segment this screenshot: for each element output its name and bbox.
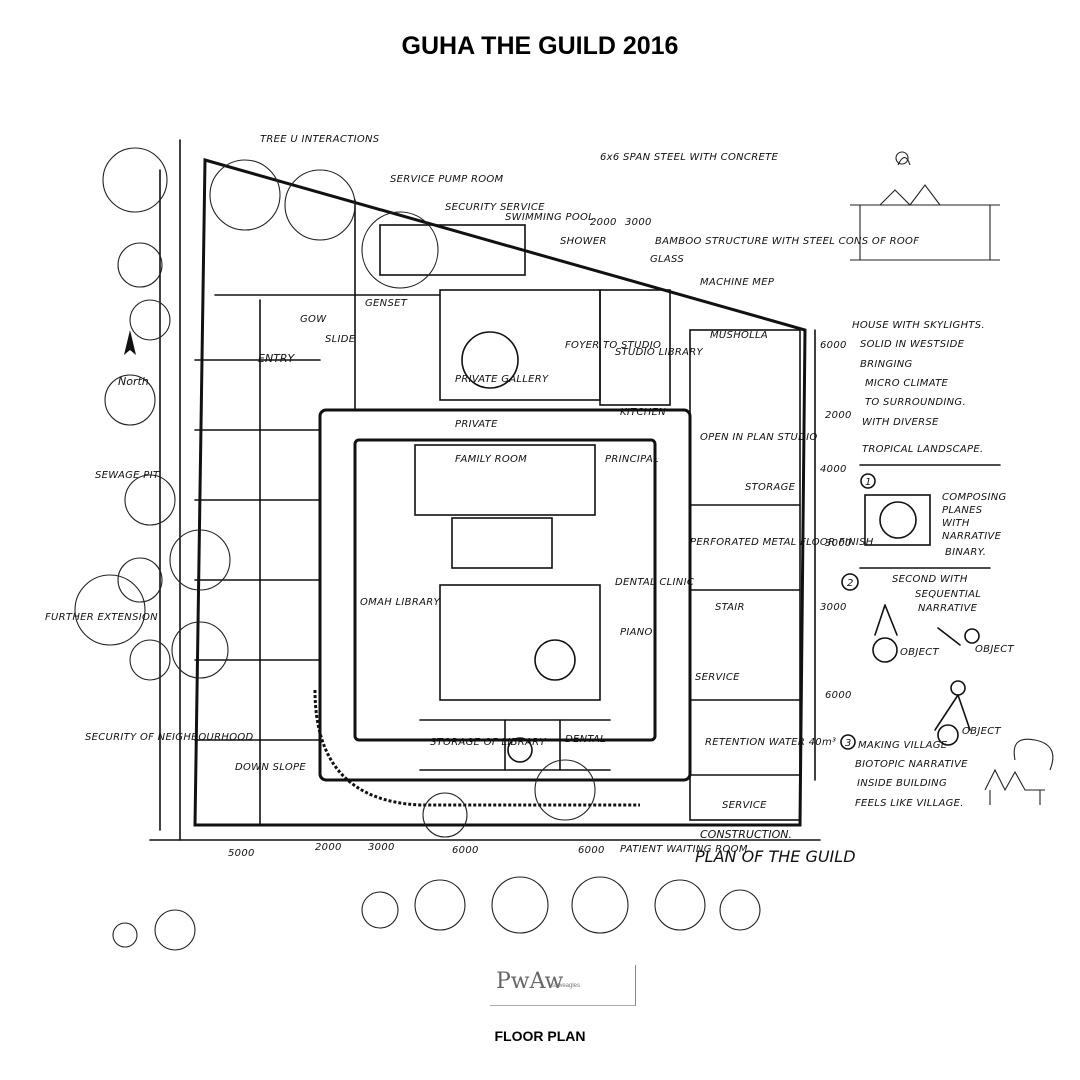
label-storage: STORAGE [745,482,796,493]
note-line: SOLID IN WESTSIDE [860,339,965,350]
note-line: WITH DIVERSE [862,417,939,428]
label-genset: GENSET [365,298,408,309]
label-further-extension: FURTHER EXTENSION [45,612,158,623]
note-line: TO SURROUNDING. [865,397,966,408]
note-object: OBJECT [975,644,1014,655]
dimension-top-1: 2000 [590,217,617,228]
dimension-bottom: 2000 [315,842,342,853]
logo-sub: ssweagles [552,983,581,989]
label-glass: GLASS [650,254,684,265]
label-dental-clinic: DENTAL CLINIC [615,577,694,588]
label-swimming-pool: SWIMMING POOL [505,212,594,223]
label-foyer: FOYER TO STUDIO [565,340,661,351]
label-construction: CONSTRUCTION. [700,828,792,841]
note-line: PLANES [942,505,983,516]
note-line: MICRO CLIMATE [865,378,949,389]
label-principal: PRINCIPAL [605,454,659,465]
note-line: TROPICAL LANDSCAPE. [862,444,983,455]
note-number: 1 [865,477,872,488]
label-gow: GOW [300,314,327,325]
note-line: WITH [942,518,970,529]
page-caption: FLOOR PLAN [494,1028,586,1044]
note-object: OBJECT [900,647,939,658]
note-line: COMPOSING [942,492,1007,503]
label-dental: DENTAL [565,734,606,745]
dimension-right: 6000 [825,690,852,701]
label-entry: ENTRY [258,352,296,365]
note-line: BIOTOPIC NARRATIVE [855,759,968,770]
note-line: HOUSE WITH SKYLIGHTS. [852,320,985,331]
note-line: INSIDE BUILDING [857,778,947,789]
label-shower: SHOWER [560,236,607,247]
note-line: FEELS LIKE VILLAGE. [855,798,964,809]
label-service-pump: SERVICE PUMP ROOM [390,174,504,185]
page-title: GUHA THE GUILD 2016 [401,32,679,60]
house-sketch-icon [984,738,1054,805]
note-line: BINARY. [945,547,986,558]
label-steel: 6x6 SPAN STEEL WITH CONCRETE [600,152,778,163]
note-number: 2 [847,578,854,589]
studio-logo: PwAw ssweagles [490,965,636,1006]
label-storage-library: STORAGE OF LIBRARY [430,737,546,748]
dimension-top-2: 3000 [625,217,652,228]
note-object: OBJECT [962,726,1001,737]
label-security-neighbourhood: SECURITY OF NEIGHBOURHOOD [85,732,254,743]
dimension-right: 4000 [820,464,847,475]
landscape-trees [74,147,761,951]
note-line: SECOND WITH [892,574,968,585]
label-sewage: SEWAGE PIT [95,470,160,481]
label-private-gallery: PRIVATE GALLERY [455,374,549,385]
note-line: BRINGING [860,359,913,370]
label-down-slope: DOWN SLOPE [235,762,306,773]
label-service-1: SERVICE [695,672,740,683]
label-omah-library: OMAH LIBRARY [360,597,440,608]
label-plan-title: PLAN OF THE GUILD [695,847,856,866]
note-line: MAKING VILLAGE [858,740,948,751]
dimension-right: 2000 [825,410,852,421]
room-labels: TREE U INTERACTIONS 6x6 SPAN STEEL WITH … [45,134,919,866]
dimension-bottom: 6000 [452,845,479,856]
note-number: 3 [845,738,852,749]
dimension-right: 3000 [825,538,852,549]
elevation-sketch-icon [850,151,1000,261]
note-line: NARRATIVE [942,531,1002,542]
label-studio-library: STUDIO LIBRARY [615,347,703,358]
label-mushola: MUSHOLLA [710,330,768,341]
building-outline [149,139,821,841]
label-top-note: TREE U INTERACTIONS [260,134,380,145]
logo-mark: PwAw [496,969,564,994]
label-stair: STAIR [715,602,745,613]
dimension-bottom: 3000 [368,842,395,853]
dimension-right: 6000 [820,340,847,351]
label-service-2: SERVICE [722,800,767,811]
label-private: PRIVATE [455,419,498,430]
dimension-right: 3000 [820,602,847,613]
label-patient: PATIENT WAITING ROOM [620,844,748,855]
concept-notes: HOUSE WITH SKYLIGHTS. SOLID IN WESTSIDE … [840,151,1054,809]
note-line: SEQUENTIAL [915,589,981,600]
label-family-room: FAMILY ROOM [455,454,527,465]
label-north: North [118,375,149,388]
dimension-bottom: 5000 [228,848,255,859]
label-bamboo: BAMBOO STRUCTURE WITH STEEL CONS OF ROOF [655,236,919,247]
label-retention: RETENTION WATER 40m³ [705,737,836,748]
label-perforated: PERFORATED METAL FLOOR FINISH [690,537,874,548]
label-piano: PIANO [620,627,653,638]
north-arrow-icon [124,330,136,355]
label-kitchen: KITCHEN [620,407,666,418]
label-security-service: SECURITY SERVICE [445,202,545,213]
label-machine-mep: MACHINE MEP [700,277,775,288]
note-line: NARRATIVE [918,603,978,614]
label-open-plan: OPEN IN PLAN STUDIO [700,432,818,443]
dimension-bottom: 6000 [578,845,605,856]
label-slide: SLIDE [325,334,356,345]
dimensions: 6000 2000 4000 3000 3000 6000 5000 2000 … [228,329,852,859]
